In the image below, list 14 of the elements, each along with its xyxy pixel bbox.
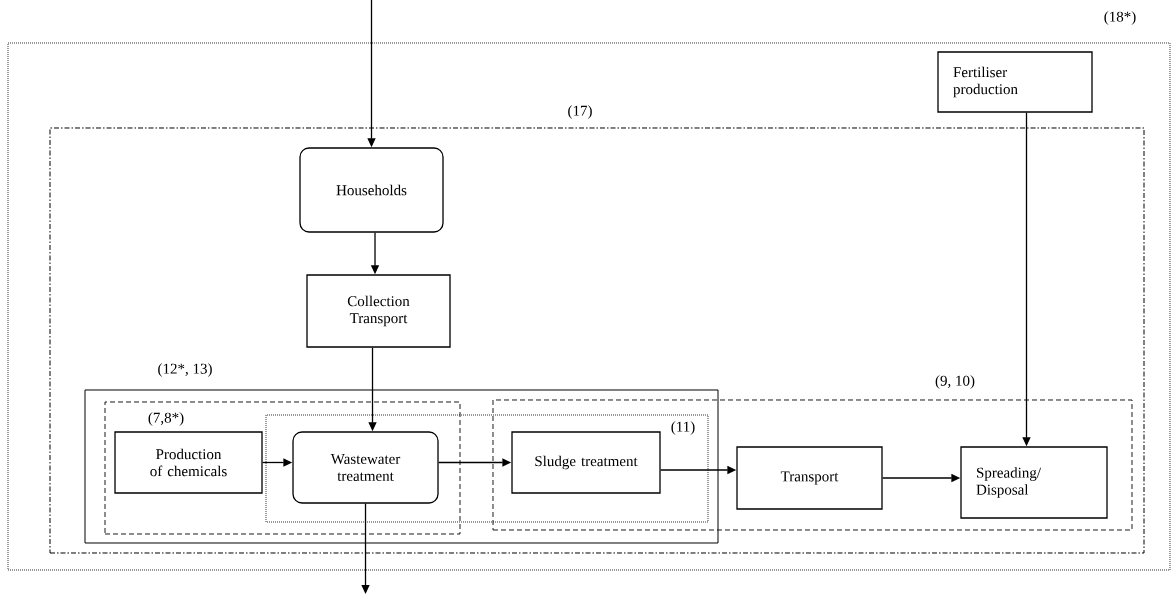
process-box: Production of chemicals xyxy=(114,431,263,494)
node-label: (12*, 13) xyxy=(158,363,212,377)
process-box: Collection Transport xyxy=(306,274,451,348)
process-box: Spreading/ Disposal xyxy=(960,446,1108,519)
node-label: (9, 10) xyxy=(935,375,975,389)
arrow xyxy=(361,503,370,594)
process-box: Households xyxy=(299,147,444,233)
process-box: Transport xyxy=(736,446,883,510)
process-box: Fertiliser production xyxy=(937,51,1093,113)
process-box: Wastewater treatment xyxy=(292,431,439,504)
node-label: (18*) xyxy=(1104,11,1136,25)
boundary-number: (11) xyxy=(671,421,695,435)
node-label: (17) xyxy=(568,105,592,119)
process-box: Sludge treatment xyxy=(511,431,661,494)
